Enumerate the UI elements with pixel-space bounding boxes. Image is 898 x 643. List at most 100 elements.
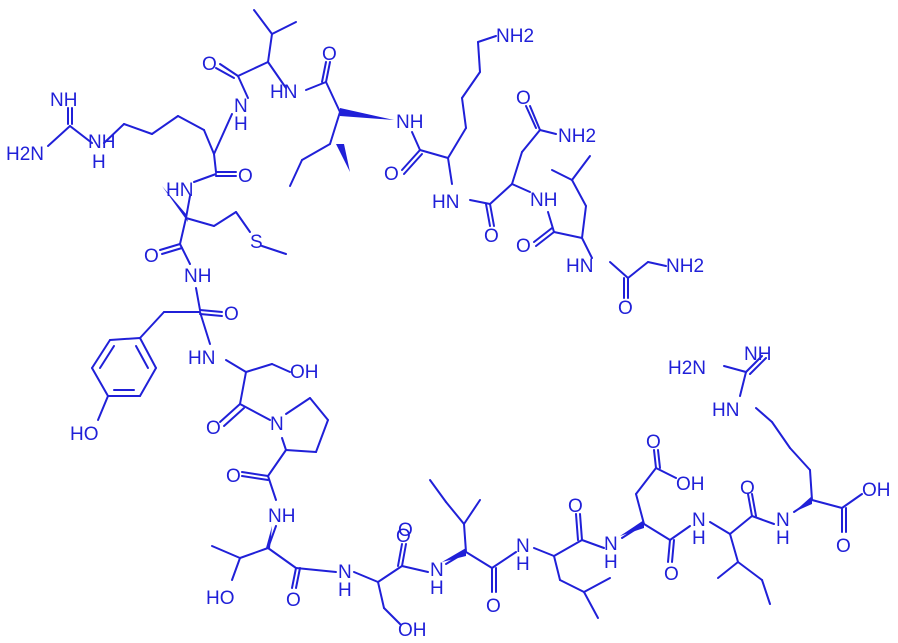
bond [579,513,583,541]
bond [285,397,311,415]
atom-label-n: N [270,414,284,435]
bond [305,81,327,91]
bond [199,313,223,317]
bond [177,115,205,131]
bond [761,579,771,605]
atom-label-o: O [836,536,851,557]
bond [353,571,379,583]
bond [477,41,481,73]
bond [199,309,223,313]
bond [553,539,583,557]
bond [583,577,611,593]
bond [747,493,753,517]
atom-label-n: N [516,536,530,557]
atom-label-o: O [206,418,221,439]
bond [535,231,555,247]
bond [199,311,211,345]
bond [841,493,863,509]
bond [571,155,591,181]
atom-label-h: H [92,152,106,173]
bond [551,169,573,181]
bonds [47,9,863,625]
bond [267,547,297,569]
atom-label-o: O [664,564,679,585]
atom-label-n: N [234,96,248,117]
bond [245,363,273,373]
bond [213,211,237,227]
bond [533,227,553,243]
bond [223,407,245,427]
atom-label-h: H [234,114,248,135]
bond [239,403,271,421]
bond [709,521,731,535]
bond [521,129,541,153]
bond [237,75,249,99]
bond [285,449,317,453]
bond [789,447,811,471]
bond [429,479,447,503]
atom-label-h: H [604,552,618,573]
atom-label-o: O [646,432,661,453]
bond [717,561,739,579]
bond [581,205,587,239]
bond [377,581,385,609]
bond [219,63,239,77]
stereo-wedges [162,108,812,562]
bond [489,203,495,227]
bond [235,211,251,233]
bond [671,539,675,563]
bond [745,355,763,373]
bond [151,115,179,135]
atom-label-ho: HO [206,588,235,609]
atom-label-oh: OH [676,474,705,495]
atom-label-o: O [396,526,411,547]
bond [739,371,747,397]
bond [419,149,449,159]
atom-label-nh: NH [268,506,295,527]
atom-label-h: H [776,528,790,549]
bond [533,547,555,557]
atom-label-hn: HN [188,348,215,369]
bond [377,565,403,583]
bond [403,153,423,175]
bond [447,127,467,159]
bond [575,513,579,541]
wedge [794,496,812,512]
bond [309,397,329,421]
atom-label-n: N [776,510,790,531]
bond [657,449,661,469]
bond [219,403,241,423]
bond [397,543,403,567]
atom-label-h: H [692,528,706,549]
bond [669,525,691,541]
bond [447,157,453,185]
bond [627,261,649,279]
bond [553,555,561,581]
bond [325,61,331,83]
atom-label-h: H [338,580,352,601]
wedge [340,108,394,120]
bond [401,565,429,573]
bond [751,493,757,517]
bond [213,153,217,173]
wedge [442,548,466,562]
bond [239,547,269,559]
atom-label-o: O [740,478,755,499]
atom-label-h2n: H2N [668,358,706,379]
atom-label-s: S [250,232,263,253]
bond [771,421,791,449]
bond [445,501,465,525]
atom-label-nh: NH [88,132,115,153]
atom-label-o: O [384,164,399,185]
atom-label-o: O [568,496,583,517]
atom-label-nh2: NH2 [558,126,596,147]
bond [647,261,667,267]
bond [213,113,233,155]
bond [737,561,763,581]
bond [47,125,71,147]
atom-labels: NH H2N NH H O N H O NH2 HN O NH NH2 O HN… [6,26,891,641]
bond [609,261,629,279]
bond [809,469,813,501]
